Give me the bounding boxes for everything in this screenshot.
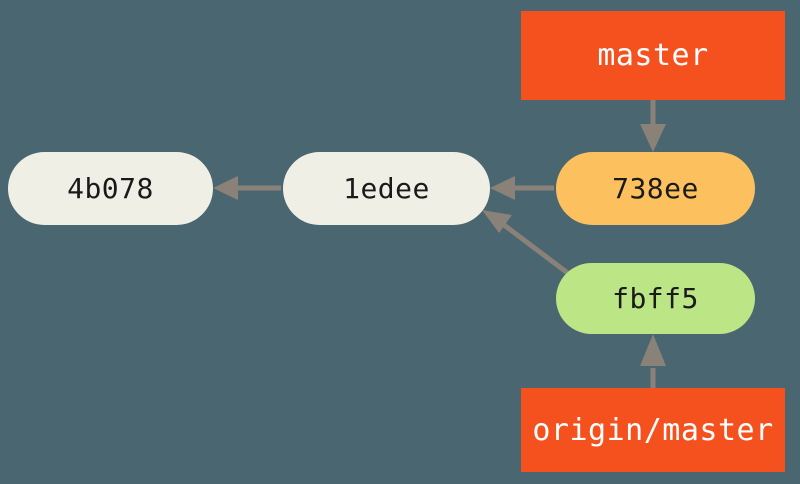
commit-node-4b078[interactable]: 4b078	[8, 152, 213, 225]
commit-node-738ee[interactable]: 738ee	[556, 152, 755, 225]
commit-label: 4b078	[67, 172, 154, 205]
edge-738ee-to-1edee	[490, 176, 554, 200]
edge-master-to-738ee	[640, 100, 666, 152]
commit-node-1edee[interactable]: 1edee	[283, 152, 490, 225]
branch-label-origin-master[interactable]: origin/master	[521, 388, 785, 472]
commit-label: fbff5	[612, 282, 699, 315]
commit-label: 738ee	[612, 172, 699, 205]
branch-label-text: origin/master	[532, 412, 774, 448]
edge-origin-master-to-fbff5	[640, 334, 666, 388]
branch-label-master[interactable]: master	[521, 11, 785, 100]
edge-fbff5-to-1edee	[482, 210, 575, 279]
branch-label-text: master	[597, 38, 709, 73]
edge-1edee-to-4b078	[213, 176, 281, 200]
commit-label: 1edee	[343, 172, 430, 205]
commit-node-fbff5[interactable]: fbff5	[556, 263, 755, 334]
